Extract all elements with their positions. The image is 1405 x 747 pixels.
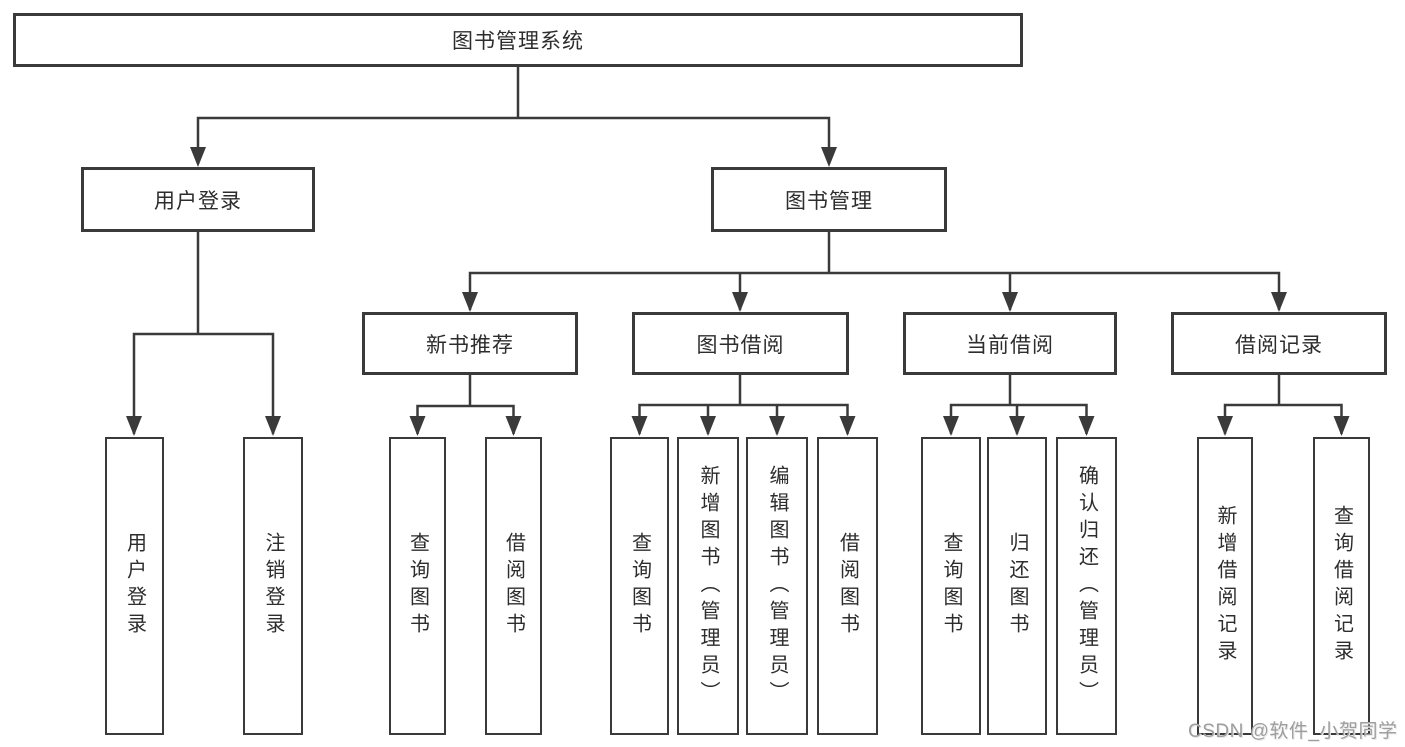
leaf-query-books-recommend: 查询图书 [389,437,446,735]
leaf-logout: 注销登录 [243,437,303,735]
leaf-add-books-admin: 新增图书（管理员） [677,437,739,735]
leaf-query-borrow-record: 查询借阅记录 [1313,437,1370,735]
leaf-confirm-return-admin: 确认归还（管理员） [1056,437,1117,735]
node-borrowing-records: 借阅记录 [1171,312,1387,375]
node-book-management: 图书管理 [711,167,947,232]
leaf-user-login: 用户登录 [105,437,164,735]
node-user-login: 用户登录 [81,167,315,232]
csdn-watermark: CSDN @软件_小贺同学 [1188,721,1398,742]
leaf-add-borrow-record: 新增借阅记录 [1197,437,1253,735]
leaf-query-books-current: 查询图书 [921,437,981,735]
leaf-query-books-borrow: 查询图书 [610,437,669,735]
node-current-borrowing: 当前借阅 [903,312,1117,375]
leaf-return-books: 归还图书 [987,437,1047,735]
leaf-borrow-books: 借阅图书 [817,437,878,735]
leaf-borrow-books-recommend: 借阅图书 [485,437,542,735]
arrowheads [126,147,1350,436]
node-book-borrowing: 图书借阅 [632,312,849,375]
node-new-book-recommendation: 新书推荐 [362,312,578,375]
leaf-edit-books-admin: 编辑图书（管理员） [746,437,808,735]
node-library-management-system: 图书管理系统 [13,13,1023,67]
